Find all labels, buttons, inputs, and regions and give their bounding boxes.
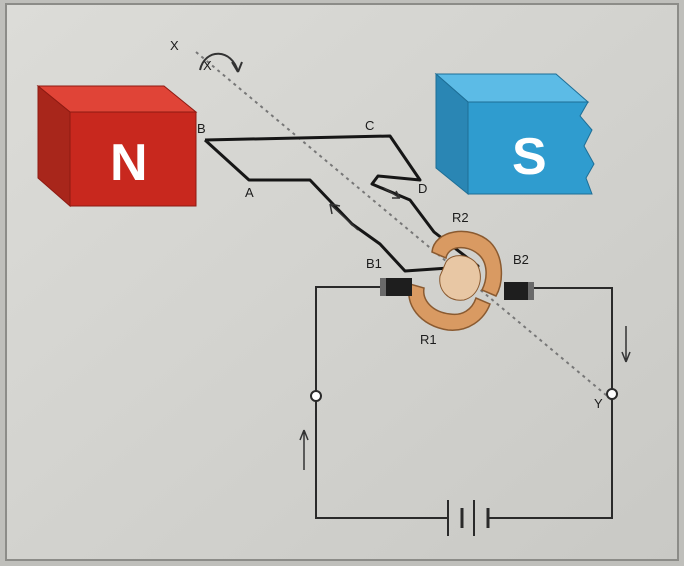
north-magnet-label: N <box>110 134 148 192</box>
brush-b1-label: B1 <box>366 256 382 271</box>
coil-corner-a: A <box>245 185 254 200</box>
brush-b1-edge <box>380 278 386 296</box>
battery-symbol <box>447 500 490 536</box>
current-down-arrow-icon <box>621 326 631 363</box>
current-up-arrow-icon <box>299 429 309 470</box>
coil-corner-c: C <box>365 118 374 133</box>
commutator-inner <box>439 255 481 301</box>
coil-current-arrow-icon <box>329 203 359 231</box>
commutator-ring-r1 <box>408 283 491 331</box>
coil-corner-b: B <box>197 121 206 136</box>
brush-b2-label: B2 <box>513 252 529 267</box>
commutator-ring-r2 <box>431 230 503 297</box>
coil-current-arrow-d-icon <box>383 187 401 199</box>
commutator-label-r2: R2 <box>452 210 469 225</box>
brush-b2-edge <box>528 282 534 300</box>
south-magnet-face <box>467 101 595 195</box>
commutator <box>408 230 503 331</box>
commutator-label-r1: R1 <box>420 332 437 347</box>
axis-x-end-label: X <box>203 58 212 73</box>
circuit-wire <box>315 286 613 519</box>
brush-b1 <box>380 278 412 296</box>
north-magnet-face <box>69 111 197 207</box>
south-magnet-label: S <box>512 128 547 186</box>
north-magnet: N <box>36 84 198 208</box>
south-magnet: S <box>434 72 595 196</box>
coil-loop <box>203 134 480 273</box>
rotation-arrow-icon <box>199 52 239 73</box>
terminal-right <box>606 388 618 400</box>
coil-corner-d: D <box>418 181 427 196</box>
brush-b2 <box>504 282 534 300</box>
rotation-arrowhead-icon <box>231 61 243 73</box>
axis-x-label: X <box>170 38 179 53</box>
terminal-left <box>310 390 322 402</box>
axis-y-label: Y <box>594 396 603 411</box>
